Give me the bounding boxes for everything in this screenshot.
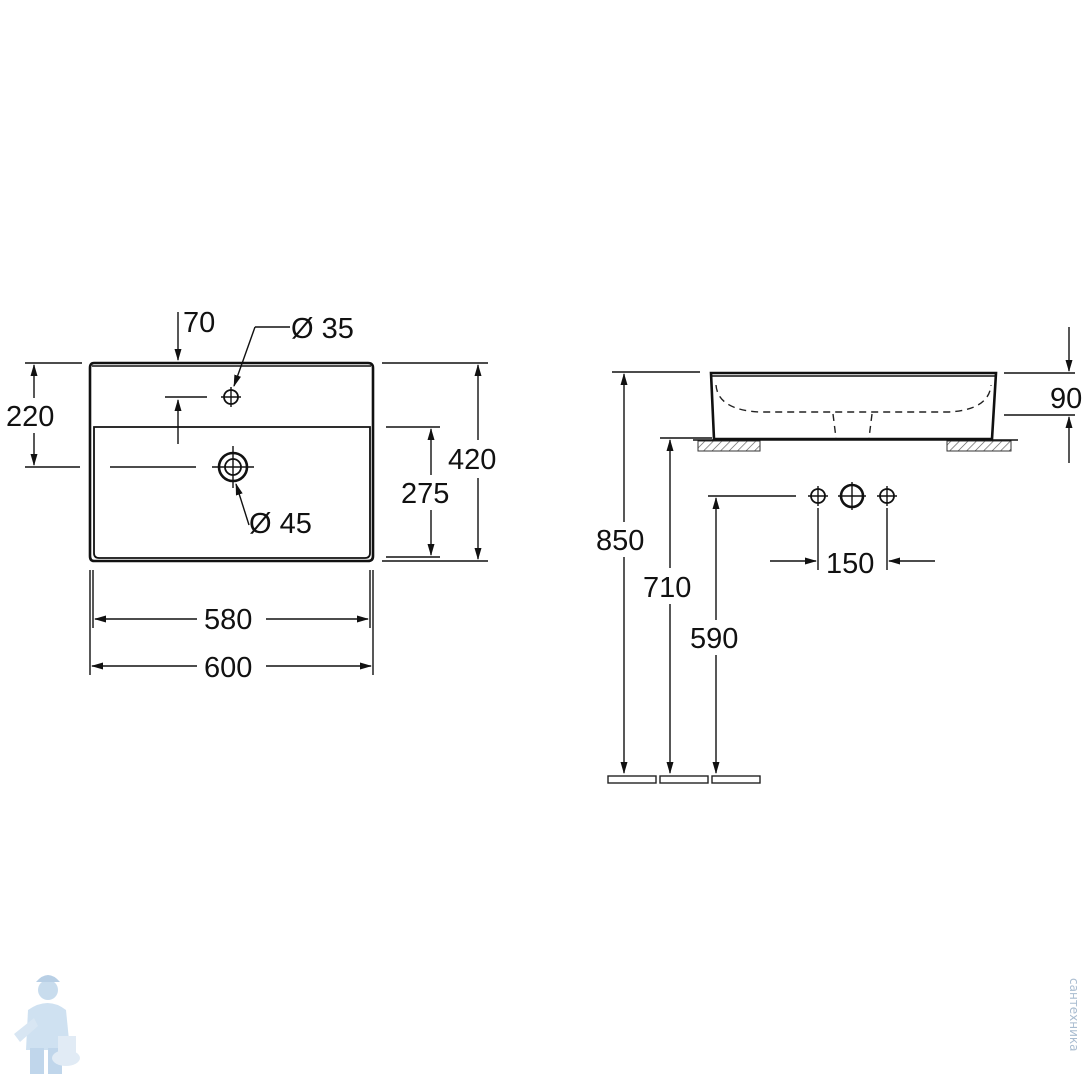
dim-counter-height: 710 [643,572,691,604]
dim-rim-height: 850 [596,525,644,557]
dim-basin-height: 90 [1050,383,1082,415]
basin-profile [709,371,998,441]
cold-water-connection [808,486,828,506]
tap-hole [221,387,241,407]
bowl-outline [93,426,371,559]
supply-connections [808,482,897,510]
top-view: 70 Ø 35 Ø 45 220 275 420 580 [6,307,496,684]
drain-hole [212,446,254,488]
dim-total-width: 600 [204,652,252,684]
side-view: 90 850 710 590 [596,327,1082,784]
dim-inner-width: 580 [204,604,252,636]
dim-supply-height: 590 [690,623,738,655]
basin-outline [88,361,375,563]
drain-connection [838,482,866,510]
dim-total-depth: 420 [448,444,496,476]
dim-supply-spacing: 150 [826,548,874,580]
dim-drain-depth: 275 [401,478,449,510]
floor-line [607,775,761,784]
dim-tap-depth: 220 [6,401,54,433]
hot-water-connection [877,486,897,506]
plumber-logo-icon [14,975,80,1074]
bowl-hidden-line [715,384,992,413]
dim-tap-hole: Ø 35 [291,313,354,345]
watermark-text: сантехника [1067,978,1081,1052]
countertop-section [693,439,1018,452]
dim-tap-offset: 70 [183,307,215,339]
dim-drain-hole: Ø 45 [249,508,312,540]
